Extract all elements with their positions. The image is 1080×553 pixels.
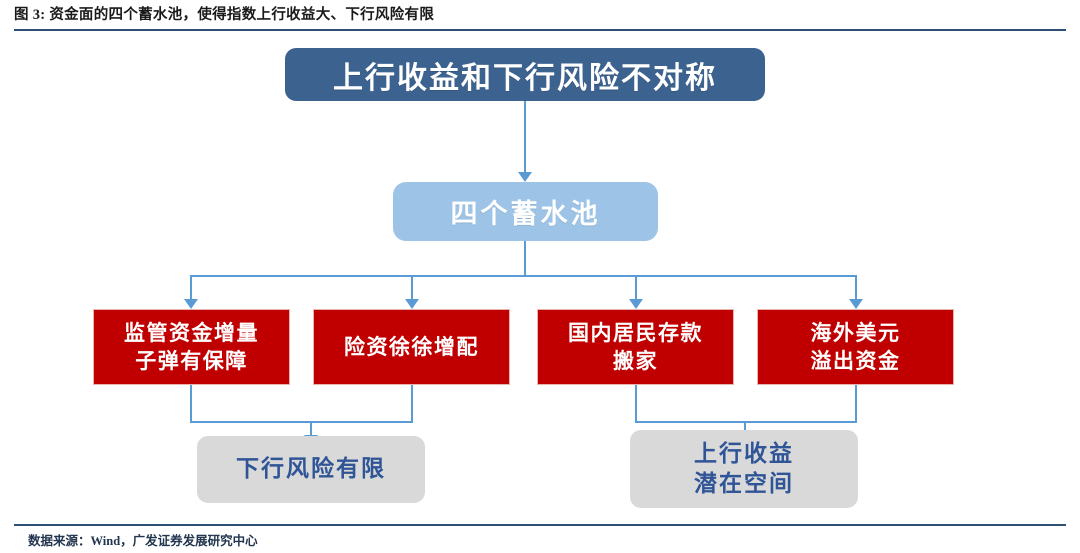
- node-outcome-1[interactable]: 下行风险有限: [197, 436, 425, 503]
- node-factor-3[interactable]: 国内居民存款 搬家: [537, 309, 734, 385]
- connector-bus-to-factor-4: [855, 275, 857, 300]
- node-outcome-1-line1: 下行风险有限: [236, 456, 386, 482]
- connector-factor-3-down: [635, 385, 637, 422]
- connector-merge-right-stem: [744, 421, 746, 433]
- header-rule: [14, 29, 1066, 31]
- connector-merge-left: [190, 421, 413, 423]
- arrowhead-factor-1: [184, 299, 198, 309]
- node-factor-2-line1: 险资徐徐增配: [344, 334, 479, 359]
- node-factor-1[interactable]: 监管资金增量 子弹有保障: [93, 309, 290, 385]
- arrowhead-root-to-pool: [518, 172, 532, 182]
- node-factor-1-line2: 子弹有保障: [135, 349, 248, 373]
- node-outcome-2[interactable]: 上行收益 潜在空间: [630, 430, 858, 508]
- node-factor-1-line1: 监管资金增量: [124, 320, 259, 345]
- node-outcome-2-line1: 上行收益: [694, 440, 794, 466]
- node-factor-4-line1: 海外美元: [810, 320, 901, 345]
- figure-source: 数据来源：Wind，广发证券发展研究中心: [28, 534, 258, 548]
- node-factor-3-line2: 搬家: [613, 349, 658, 373]
- node-factor-3-line1: 国内居民存款: [568, 320, 703, 345]
- arrowhead-factor-3: [629, 299, 643, 309]
- connector-factor-bus: [190, 275, 856, 277]
- connector-pool-stem: [524, 241, 526, 276]
- connector-bus-to-factor-1: [190, 275, 192, 300]
- node-root[interactable]: 上行收益和下行风险不对称: [285, 48, 765, 101]
- node-outcome-2-line2: 潜在空间: [694, 471, 794, 496]
- connector-bus-to-factor-3: [635, 275, 637, 300]
- connector-merge-right: [635, 421, 857, 423]
- node-factor-4[interactable]: 海外美元 溢出资金: [757, 309, 954, 385]
- node-pool[interactable]: 四个蓄水池: [393, 182, 658, 241]
- connector-bus-to-factor-2: [411, 275, 413, 300]
- arrowhead-factor-2: [405, 299, 419, 309]
- connector-factor-4-down: [855, 385, 857, 422]
- node-factor-2[interactable]: 险资徐徐增配: [313, 309, 510, 385]
- connector-factor-1-down: [190, 385, 192, 422]
- arrowhead-factor-4: [849, 299, 863, 309]
- node-pool-label: 四个蓄水池: [450, 199, 601, 229]
- footer-rule: [14, 524, 1066, 526]
- node-factor-4-line2: 溢出资金: [810, 349, 901, 373]
- connector-merge-left-stem: [310, 421, 312, 437]
- figure-title: 图 3: 资金面的四个蓄水池，使得指数上行收益大、下行风险有限: [14, 7, 435, 23]
- connector-root-to-pool: [524, 101, 526, 173]
- connector-factor-2-down: [411, 385, 413, 422]
- node-root-label: 上行收益和下行风险不对称: [333, 61, 717, 95]
